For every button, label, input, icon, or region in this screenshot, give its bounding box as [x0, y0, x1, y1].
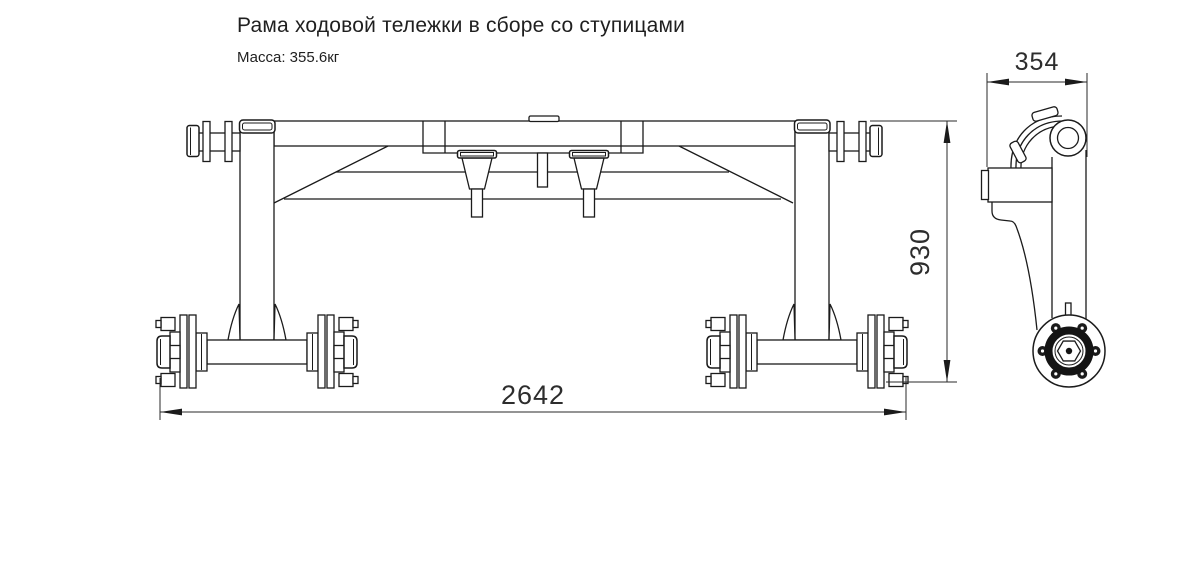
hub-cap [156, 335, 171, 369]
gusset [828, 303, 842, 341]
center-pin [536, 152, 549, 188]
gusset [227, 303, 241, 341]
axle-block [980, 167, 1053, 331]
leg-front-edge [991, 202, 1038, 331]
top-plate-tab [528, 115, 560, 123]
drawing-title: Рама ходовой тележки в сборе со ступицам… [237, 14, 686, 37]
hub-cap [706, 335, 721, 369]
left-hub-assembly [155, 314, 359, 389]
mass-label: Масса: 355.6кг [237, 49, 340, 66]
right-column [782, 119, 883, 341]
wheel-hub-side [1032, 314, 1106, 388]
right-axle-stub [828, 120, 883, 163]
wheel-studs [705, 316, 909, 388]
hanger [568, 149, 610, 218]
dimension-overall-depth: 354 [986, 48, 1088, 167]
hanger-pin [470, 188, 484, 218]
dim-height-label: 930 [905, 228, 935, 276]
suspension-hangers [456, 149, 610, 218]
pivot-eye [1049, 119, 1087, 157]
side-view [980, 106, 1106, 388]
hub-cap [343, 335, 358, 369]
dim-width-label: 2642 [501, 380, 565, 410]
bushing-cap [238, 119, 276, 134]
gusset [782, 303, 796, 341]
hanger [456, 149, 498, 218]
lower-beam [284, 171, 781, 200]
front-view [155, 115, 909, 389]
bearing-ring [1044, 326, 1094, 376]
left-column [186, 119, 287, 341]
spring-clamp [1009, 140, 1027, 164]
top-beam [273, 115, 796, 154]
right-hub-assembly [705, 314, 909, 389]
dimension-overall-width: 2642 [159, 376, 907, 420]
diagonal-braces [273, 145, 794, 204]
spring-clamp [1031, 106, 1059, 122]
dimension-overall-height: 930 [870, 120, 957, 383]
left-axle-stub [186, 120, 241, 163]
hub-cap [893, 335, 908, 369]
hanger-pin [582, 188, 596, 218]
bushing-cap [793, 119, 831, 134]
dim-depth-label: 354 [1015, 48, 1060, 76]
gusset [273, 303, 287, 341]
